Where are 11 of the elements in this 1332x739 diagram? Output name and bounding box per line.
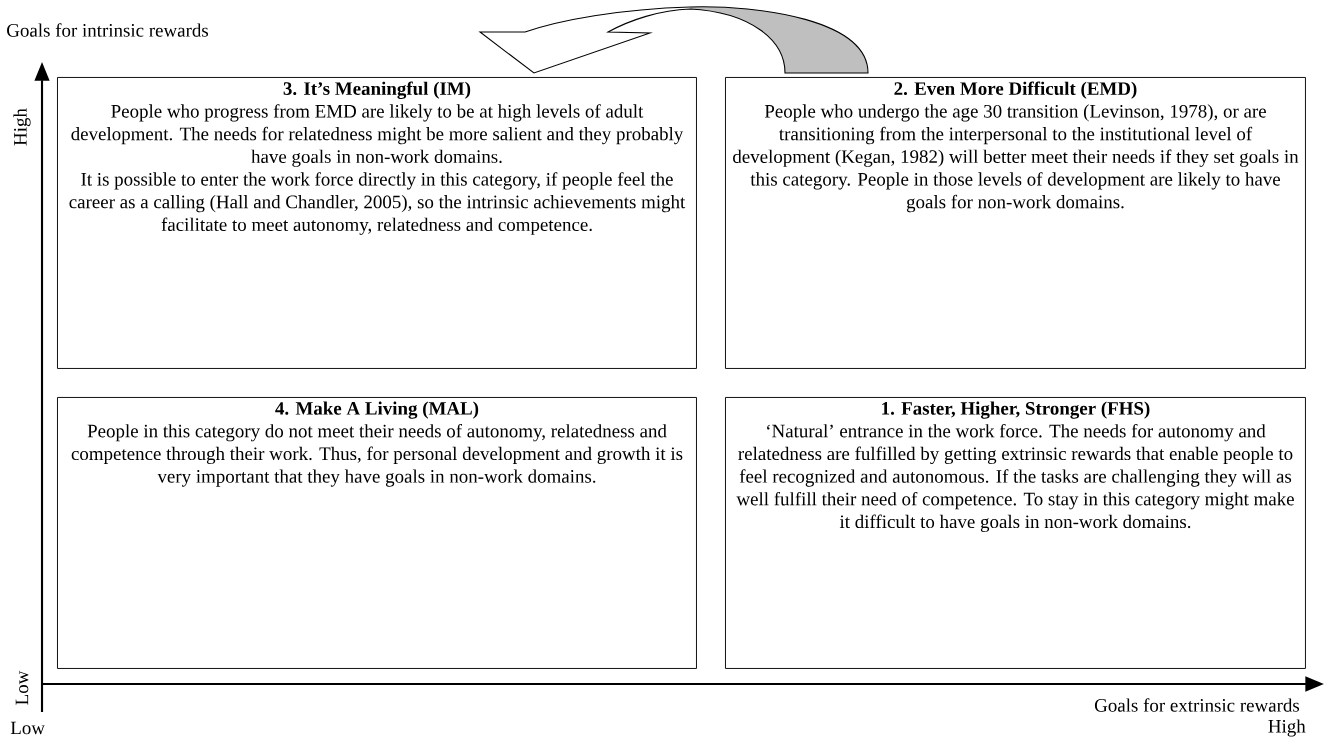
curved-arrow [479,6,869,74]
axis-label: Goals for extrinsic rewards [1094,698,1300,712]
quadrant-box: 2. Even More Difficult (EMD) People who undergo the age 30 transition (Levinson, 1978), or are transitioning from the interpersonal to the institutional level of development (Kegan, 1982) will better meet their needs if they set goals in this category. People in those levels of development are likely to have goals for non-work domains. [725,77,1306,369]
axis-label: Low [10,721,45,735]
quadrant-box: 1. Faster, Higher, Stronger (FHS) ‘Natural’ entrance in the work force. The needs for autonomy and relatedness are fulfilled by getting extrinsic rewards that enable people to feel recognized and autonomous. If the tasks are challenging they will as well fulfill their need of competence. To stay in this category might make it difficult to have goals in non-work domains. [725,397,1306,669]
axis-label: Goals for intrinsic rewards [7,23,208,37]
axis-label: High [13,108,31,146]
quadrant-box: 4. Make A Living (MAL) People in this category do not meet their needs of autonomy, relatedness and competence through their work. Thus, for personal development and growth it is very important that they have goals in non-work domains. [57,397,697,669]
axis-label: Low [15,670,29,705]
axis-label: High [1268,719,1306,737]
quadrant-box: 3. It’s Meaningful (IM) People who progress from EMD are likely to be at high levels of adult development. The needs for relatedness might be more salient and they probably have goals in non-work domains. It is possible to enter the work force directly in this category, if people feel the career as a calling (Hall and Chandler, 2005), so the intrinsic achievements might facilitate to meet autonomy, relatedness and competence. [57,77,697,369]
